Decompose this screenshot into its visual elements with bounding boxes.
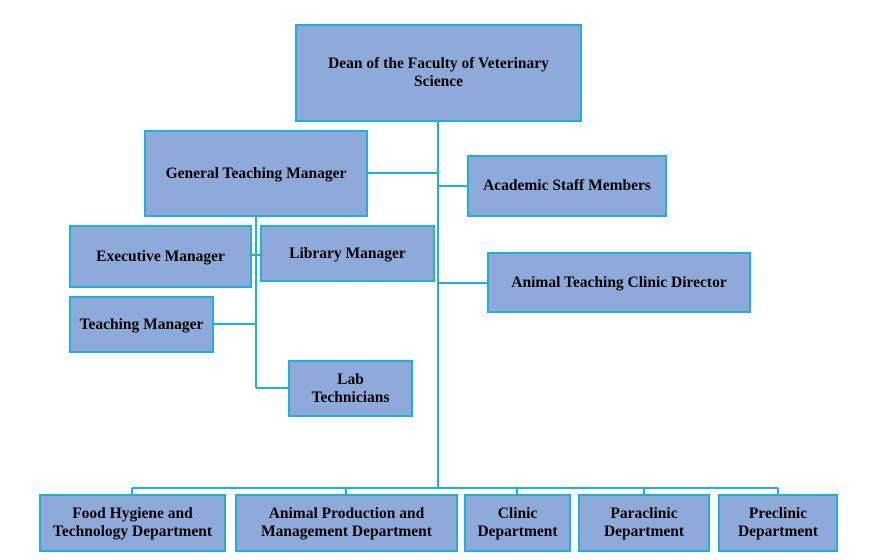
- department-box-paraclinic: Paraclinic Department: [578, 494, 710, 552]
- department-box-clinic: Clinic Department: [464, 494, 571, 552]
- department-box-preclinic: Preclinic Department: [718, 494, 838, 552]
- executive-manager-box: Executive Manager: [69, 225, 252, 288]
- academic-staff-members-box: Academic Staff Members: [467, 155, 667, 217]
- animal-teaching-clinic-director-box: Animal Teaching Clinic Director: [487, 252, 751, 313]
- lab-technicians-box: Lab Technicians: [288, 360, 413, 417]
- executive-manager-label: Executive Manager: [96, 247, 225, 265]
- department-label: Animal Production and Management Departm…: [261, 505, 432, 540]
- teaching-manager-label: Teaching Manager: [79, 315, 204, 333]
- department-label: Preclinic Department: [737, 505, 819, 540]
- teaching-manager-box: Teaching Manager: [69, 296, 214, 353]
- department-box-animal-production: Animal Production and Management Departm…: [235, 494, 458, 552]
- library-manager-label: Library Manager: [289, 244, 406, 262]
- dean-box: Dean of the Faculty of Veterinary Scienc…: [295, 24, 582, 122]
- department-label: Clinic Department: [477, 505, 558, 540]
- general-teaching-manager-box: General Teaching Manager: [144, 130, 368, 217]
- general-teaching-manager-label: General Teaching Manager: [165, 164, 347, 182]
- dean-label: Dean of the Faculty of Veterinary Scienc…: [328, 55, 549, 90]
- animal-teaching-clinic-director-label: Animal Teaching Clinic Director: [511, 273, 727, 291]
- department-label: Paraclinic Department: [603, 505, 685, 540]
- lab-technicians-label: Lab Technicians: [311, 370, 390, 406]
- department-label: Food Hygiene and Technology Department: [52, 505, 213, 540]
- department-box-food-hygiene: Food Hygiene and Technology Department: [39, 494, 226, 552]
- academic-staff-members-label: Academic Staff Members: [483, 177, 651, 194]
- library-manager-box: Library Manager: [260, 225, 435, 282]
